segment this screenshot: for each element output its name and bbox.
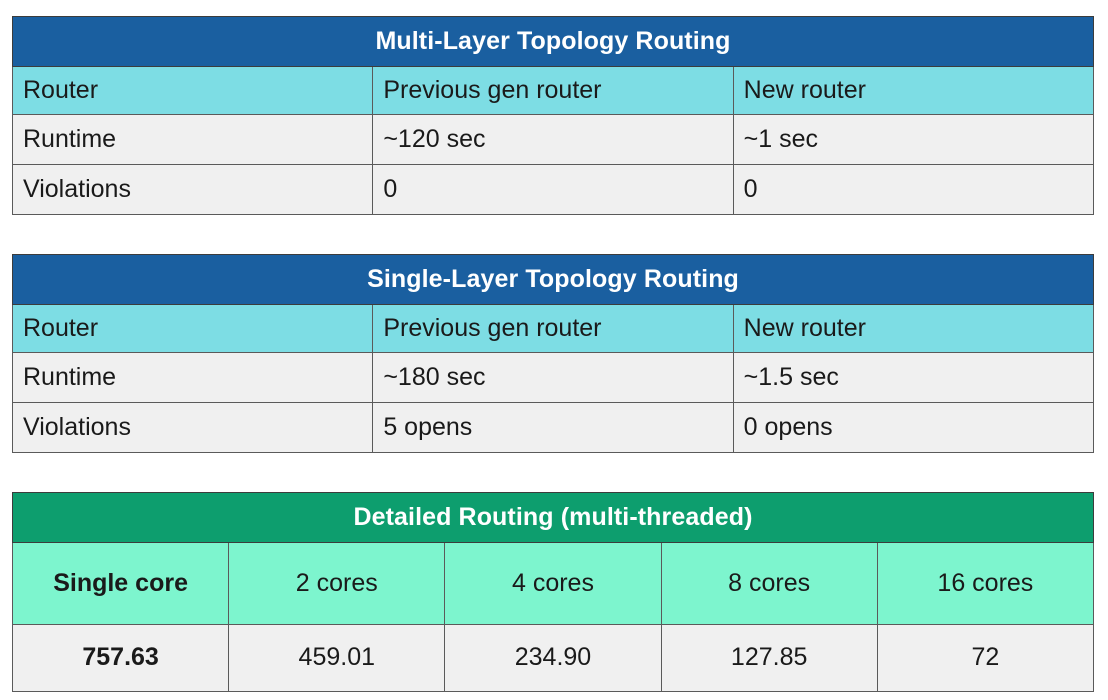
row-label-violations: Violations [11,402,374,453]
column-header-new-router: New router [732,304,1095,353]
column-header-router: Router [11,66,374,115]
cell-violations-new: 0 opens [732,402,1095,453]
table-title-row: Detailed Routing (multi-threaded) [12,492,1094,543]
table-row: 757.63 459.01 234.90 127.85 72 [11,624,1095,692]
table-row: Runtime ~120 sec ~1 sec [11,114,1095,165]
cell-runtime-16-cores: 72 [876,624,1095,692]
column-header-single-core: Single core [11,542,230,625]
cell-runtime-4-cores: 234.90 [444,624,662,692]
table-title: Multi-Layer Topology Routing [12,16,1094,67]
table-title-row: Single-Layer Topology Routing [12,254,1094,305]
row-label-runtime: Runtime [11,352,374,403]
table-row: Violations 5 opens 0 opens [11,402,1095,453]
row-label-runtime: Runtime [11,114,374,165]
cell-runtime-8-cores: 127.85 [660,624,878,692]
table-row: Violations 0 0 [11,164,1095,215]
cell-runtime-new: ~1.5 sec [732,352,1095,403]
table-single-layer-topology-routing: Single-Layer Topology Routing Router Pre… [11,254,1095,453]
cell-runtime-single-core: 757.63 [11,624,230,692]
table-title: Detailed Routing (multi-threaded) [12,492,1094,543]
cell-violations-previous: 5 opens [372,402,734,453]
cell-runtime-new: ~1 sec [732,114,1095,165]
table-title-row: Multi-Layer Topology Routing [12,16,1094,67]
table-title: Single-Layer Topology Routing [12,254,1094,305]
column-header-router: Router [11,304,374,353]
column-header-new-router: New router [732,66,1095,115]
row-label-violations: Violations [11,164,374,215]
table-header-row: Single core 2 cores 4 cores 8 cores 16 c… [11,542,1095,625]
table-row: Runtime ~180 sec ~1.5 sec [11,352,1095,403]
cell-runtime-previous: ~180 sec [372,352,734,403]
table-header-row: Router Previous gen router New router [11,66,1095,115]
cell-runtime-2-cores: 459.01 [228,624,446,692]
cell-violations-new: 0 [732,164,1095,215]
table-header-row: Router Previous gen router New router [11,304,1095,353]
column-header-8-cores: 8 cores [660,542,878,625]
column-header-previous-gen-router: Previous gen router [372,304,734,353]
table-detailed-routing-multi-threaded: Detailed Routing (multi-threaded) Single… [11,492,1095,692]
table-multi-layer-topology-routing: Multi-Layer Topology Routing Router Prev… [11,16,1095,215]
column-header-2-cores: 2 cores [228,542,446,625]
cell-runtime-previous: ~120 sec [372,114,734,165]
cell-violations-previous: 0 [372,164,734,215]
column-header-16-cores: 16 cores [876,542,1095,625]
column-header-4-cores: 4 cores [444,542,662,625]
column-header-previous-gen-router: Previous gen router [372,66,734,115]
